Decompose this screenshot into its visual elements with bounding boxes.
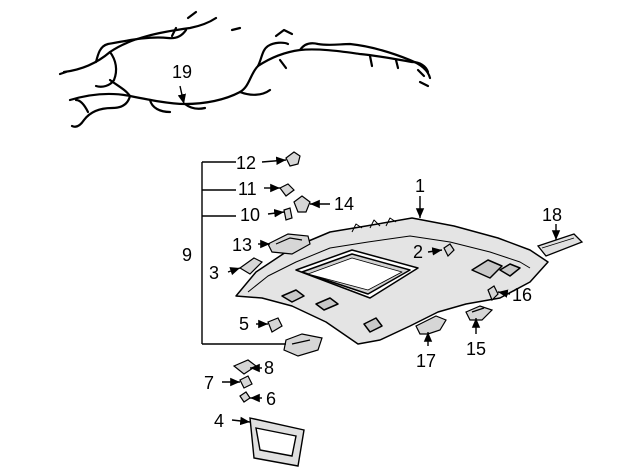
sunroof-trim[interactable] bbox=[536, 233, 584, 257]
clip-12[interactable] bbox=[285, 151, 301, 167]
group-bracket-9 bbox=[201, 161, 286, 345]
callout-4: 4 bbox=[214, 411, 224, 431]
callout-12: 12 bbox=[236, 153, 256, 173]
callout-1: 1 bbox=[415, 176, 425, 196]
clip-10[interactable] bbox=[283, 207, 293, 221]
callout-8: 8 bbox=[264, 358, 274, 378]
kit-bracket[interactable] bbox=[283, 333, 323, 357]
callout-18: 18 bbox=[542, 205, 562, 225]
clip[interactable] bbox=[443, 243, 455, 258]
console[interactable] bbox=[267, 233, 311, 255]
callout-6: 6 bbox=[266, 389, 276, 409]
grab-handle[interactable] bbox=[415, 315, 447, 335]
clip-5[interactable] bbox=[267, 317, 283, 333]
sunshade[interactable] bbox=[249, 417, 305, 467]
support[interactable] bbox=[239, 375, 253, 389]
wire-harness[interactable] bbox=[58, 10, 432, 128]
callout-5: 5 bbox=[239, 314, 249, 334]
clip-14[interactable] bbox=[293, 195, 311, 213]
callout-16: 16 bbox=[512, 285, 532, 305]
screw[interactable] bbox=[239, 391, 251, 403]
callout-7: 7 bbox=[204, 373, 214, 393]
retainer[interactable] bbox=[238, 257, 264, 275]
callout-13: 13 bbox=[232, 235, 252, 255]
headliner-panel[interactable] bbox=[235, 217, 549, 345]
callout-9: 9 bbox=[182, 245, 192, 265]
callout-labels: 19 1 2 3 5 18 16 15 17 12 11 10 14 13 9 … bbox=[172, 62, 562, 431]
callout-10: 10 bbox=[240, 205, 260, 225]
callout-3: 3 bbox=[209, 263, 219, 283]
bracket[interactable] bbox=[232, 359, 258, 375]
leader-lines bbox=[177, 85, 561, 426]
callout-14: 14 bbox=[334, 194, 354, 214]
clip-11[interactable] bbox=[279, 183, 295, 197]
callout-11: 11 bbox=[238, 179, 257, 199]
callout-15: 15 bbox=[466, 339, 486, 359]
lamp[interactable] bbox=[465, 305, 494, 321]
callout-17: 17 bbox=[416, 351, 436, 371]
callout-2: 2 bbox=[413, 242, 423, 262]
callout-19: 19 bbox=[172, 62, 192, 82]
